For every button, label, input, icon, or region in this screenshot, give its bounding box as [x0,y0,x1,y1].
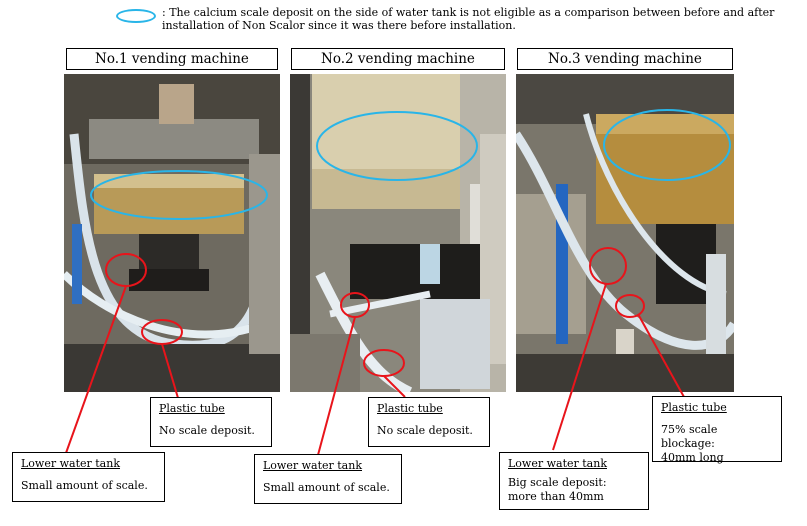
callout-body: Big scale deposit: more than 40mm [508,476,607,503]
legend-blue-oval-icon [116,9,156,23]
legend-text: : The calcium scale deposit on the side … [162,6,775,32]
machine-1-photo [64,74,280,392]
callout-body: 75% scale blockage: 40mm long [661,423,724,464]
callout-body: No scale deposit. [377,424,473,437]
machine-3-photo [516,74,734,392]
callout-title: Plastic tube [159,402,225,415]
machine-2-tube-callout: Plastic tube No scale deposit. [368,397,490,447]
callout-body: Small amount of scale. [263,481,390,494]
callout-title: Plastic tube [377,402,443,415]
machine-3-tank-callout: Lower water tank Big scale deposit: more… [499,452,649,510]
machine-3-tube-callout: Plastic tube 75% scale blockage: 40mm lo… [652,396,782,464]
callout-body: No scale deposit. [159,424,255,437]
machine-2-tank-callout: Lower water tank Small amount of scale. [254,454,402,504]
machine-1-title: No.1 vending machine [66,48,278,70]
callout-title: Lower water tank [21,457,120,470]
machine-2-title: No.2 vending machine [291,48,505,70]
callout-title: Lower water tank [263,459,362,472]
callout-body: Small amount of scale. [21,479,148,492]
callout-title: Lower water tank [508,457,607,470]
machine-1-tank-callout: Lower water tank Small amount of scale. [12,452,165,502]
machine-1-tube-callout: Plastic tube No scale deposit. [150,397,272,447]
callout-title: Plastic tube [661,401,727,414]
machine-2-photo [290,74,506,392]
machine-3-title: No.3 vending machine [517,48,733,70]
